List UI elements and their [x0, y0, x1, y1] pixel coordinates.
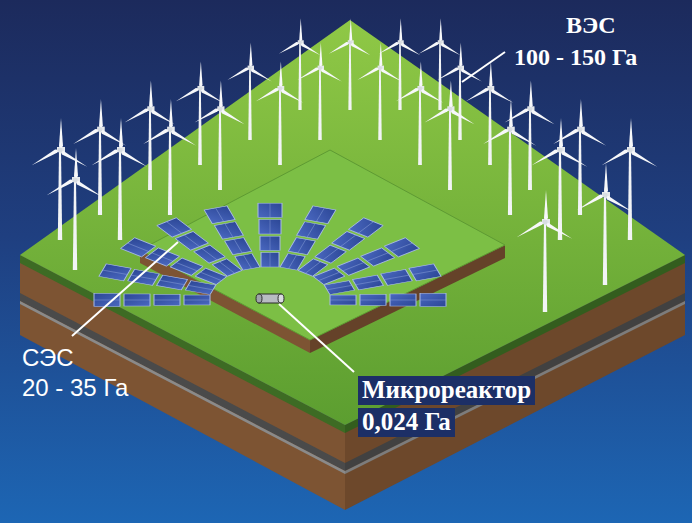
- solar-panel-row: [323, 264, 441, 296]
- wind-area: 100 - 150 Га: [514, 44, 637, 72]
- reactor-label: Микрореактор: [358, 376, 535, 405]
- wind-turbine: [297, 42, 343, 140]
- wind-turbine: [437, 42, 483, 140]
- wind-turbine: [576, 163, 633, 285]
- wind-turbine: [516, 190, 573, 312]
- wind-label: ВЭС: [566, 12, 616, 40]
- grass-surface: [20, 20, 685, 425]
- solar-platform: [140, 150, 505, 340]
- leader-line: [279, 304, 354, 372]
- solar-panel-row: [258, 203, 282, 267]
- wind-turbine: [395, 61, 444, 165]
- wind-turbine: [194, 80, 246, 190]
- wind-turbine: [465, 61, 514, 165]
- wind-turbine: [328, 19, 371, 111]
- wind-turbine: [227, 42, 273, 140]
- micro-reactor: [256, 294, 284, 303]
- solar-panel-row: [330, 293, 446, 306]
- wind-turbine: [357, 42, 403, 140]
- wind-turbine: [418, 19, 461, 111]
- wind-turbine: [482, 99, 537, 215]
- solar-area: 20 - 35 Га: [22, 374, 128, 402]
- wind-turbine: [278, 19, 321, 111]
- wind-turbine: [601, 118, 658, 240]
- solar-panel-row: [204, 206, 263, 271]
- wind-turbine: [175, 61, 224, 165]
- wind-turbine: [91, 118, 148, 240]
- solar-panel-field: [94, 203, 446, 306]
- wind-turbine: [531, 118, 588, 240]
- wind-turbine: [142, 99, 197, 215]
- wind-turbine: [424, 80, 476, 190]
- wind-turbine: [46, 148, 103, 270]
- wind-turbine: [378, 19, 421, 111]
- wind-turbine: [255, 61, 304, 165]
- wind-turbine: [124, 80, 176, 190]
- leader-line: [72, 242, 178, 336]
- solar-label: СЭС: [22, 344, 74, 372]
- leader-line: [462, 52, 505, 82]
- reactor-area: 0,024 Га: [358, 408, 455, 437]
